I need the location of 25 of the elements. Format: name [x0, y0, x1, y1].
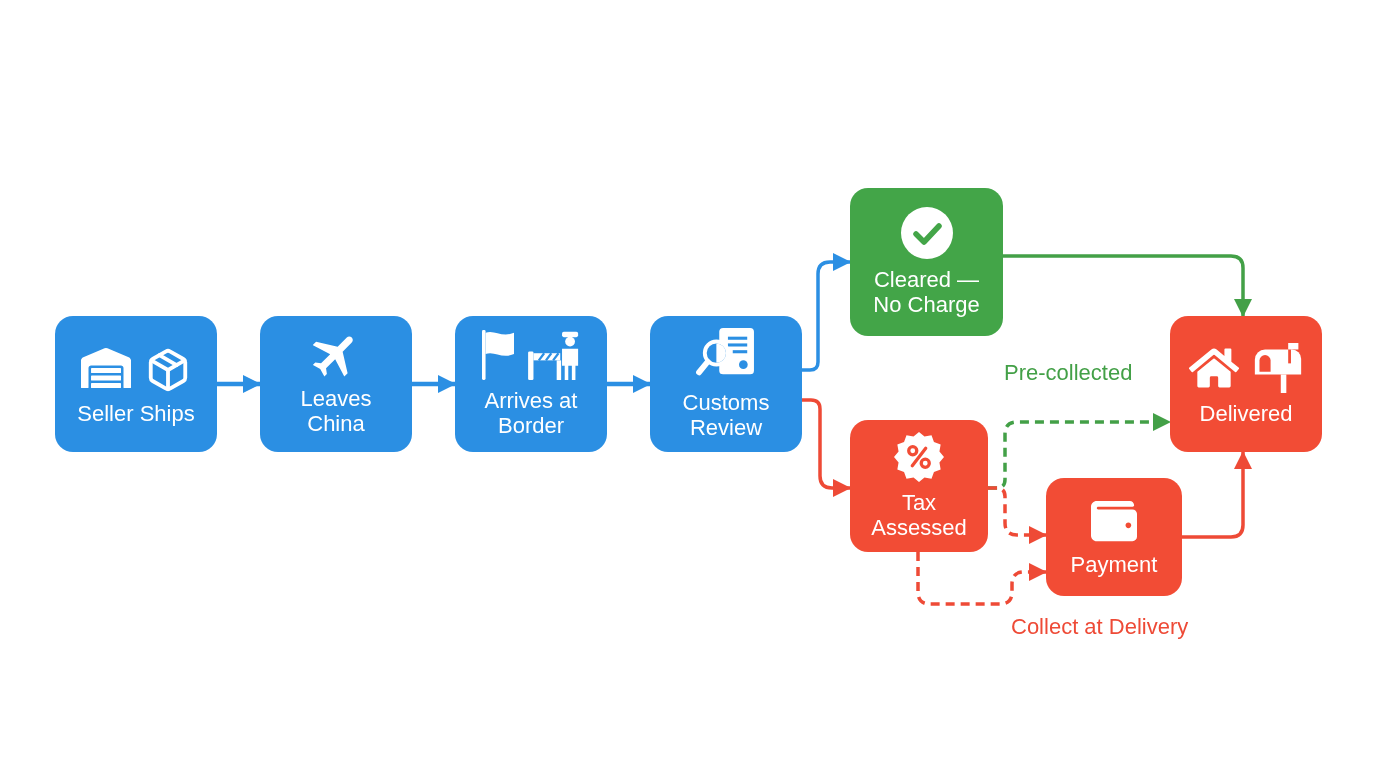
step-label: Delivered: [1199, 400, 1293, 426]
process-box: [850, 420, 988, 552]
arrow: [1003, 254, 1252, 317]
process-box: [1046, 478, 1182, 596]
step-label: Customs Review: [681, 390, 771, 440]
arrow: [1182, 451, 1252, 539]
process-box: [55, 316, 217, 452]
step-label: Cleared — No Charge: [872, 267, 981, 317]
arrow: [802, 253, 851, 372]
step-label: Arrives at Border: [483, 388, 579, 438]
step-label: Leaves China: [299, 386, 373, 436]
dashed-arrow: [916, 552, 1047, 606]
process-box: [1170, 316, 1322, 452]
step-label: Tax Assessed: [870, 490, 968, 540]
process-box: [260, 316, 412, 452]
process-box: [650, 316, 802, 452]
step-label: Payment: [1070, 551, 1158, 577]
process-box: [850, 188, 1003, 336]
arrow: [412, 375, 456, 393]
arrow: [607, 375, 651, 393]
step-label: Seller Ships: [77, 400, 195, 426]
dashed-arrow: [988, 486, 1047, 544]
process-box: [455, 316, 607, 452]
arrow: [802, 398, 851, 497]
arrow: [217, 375, 261, 393]
